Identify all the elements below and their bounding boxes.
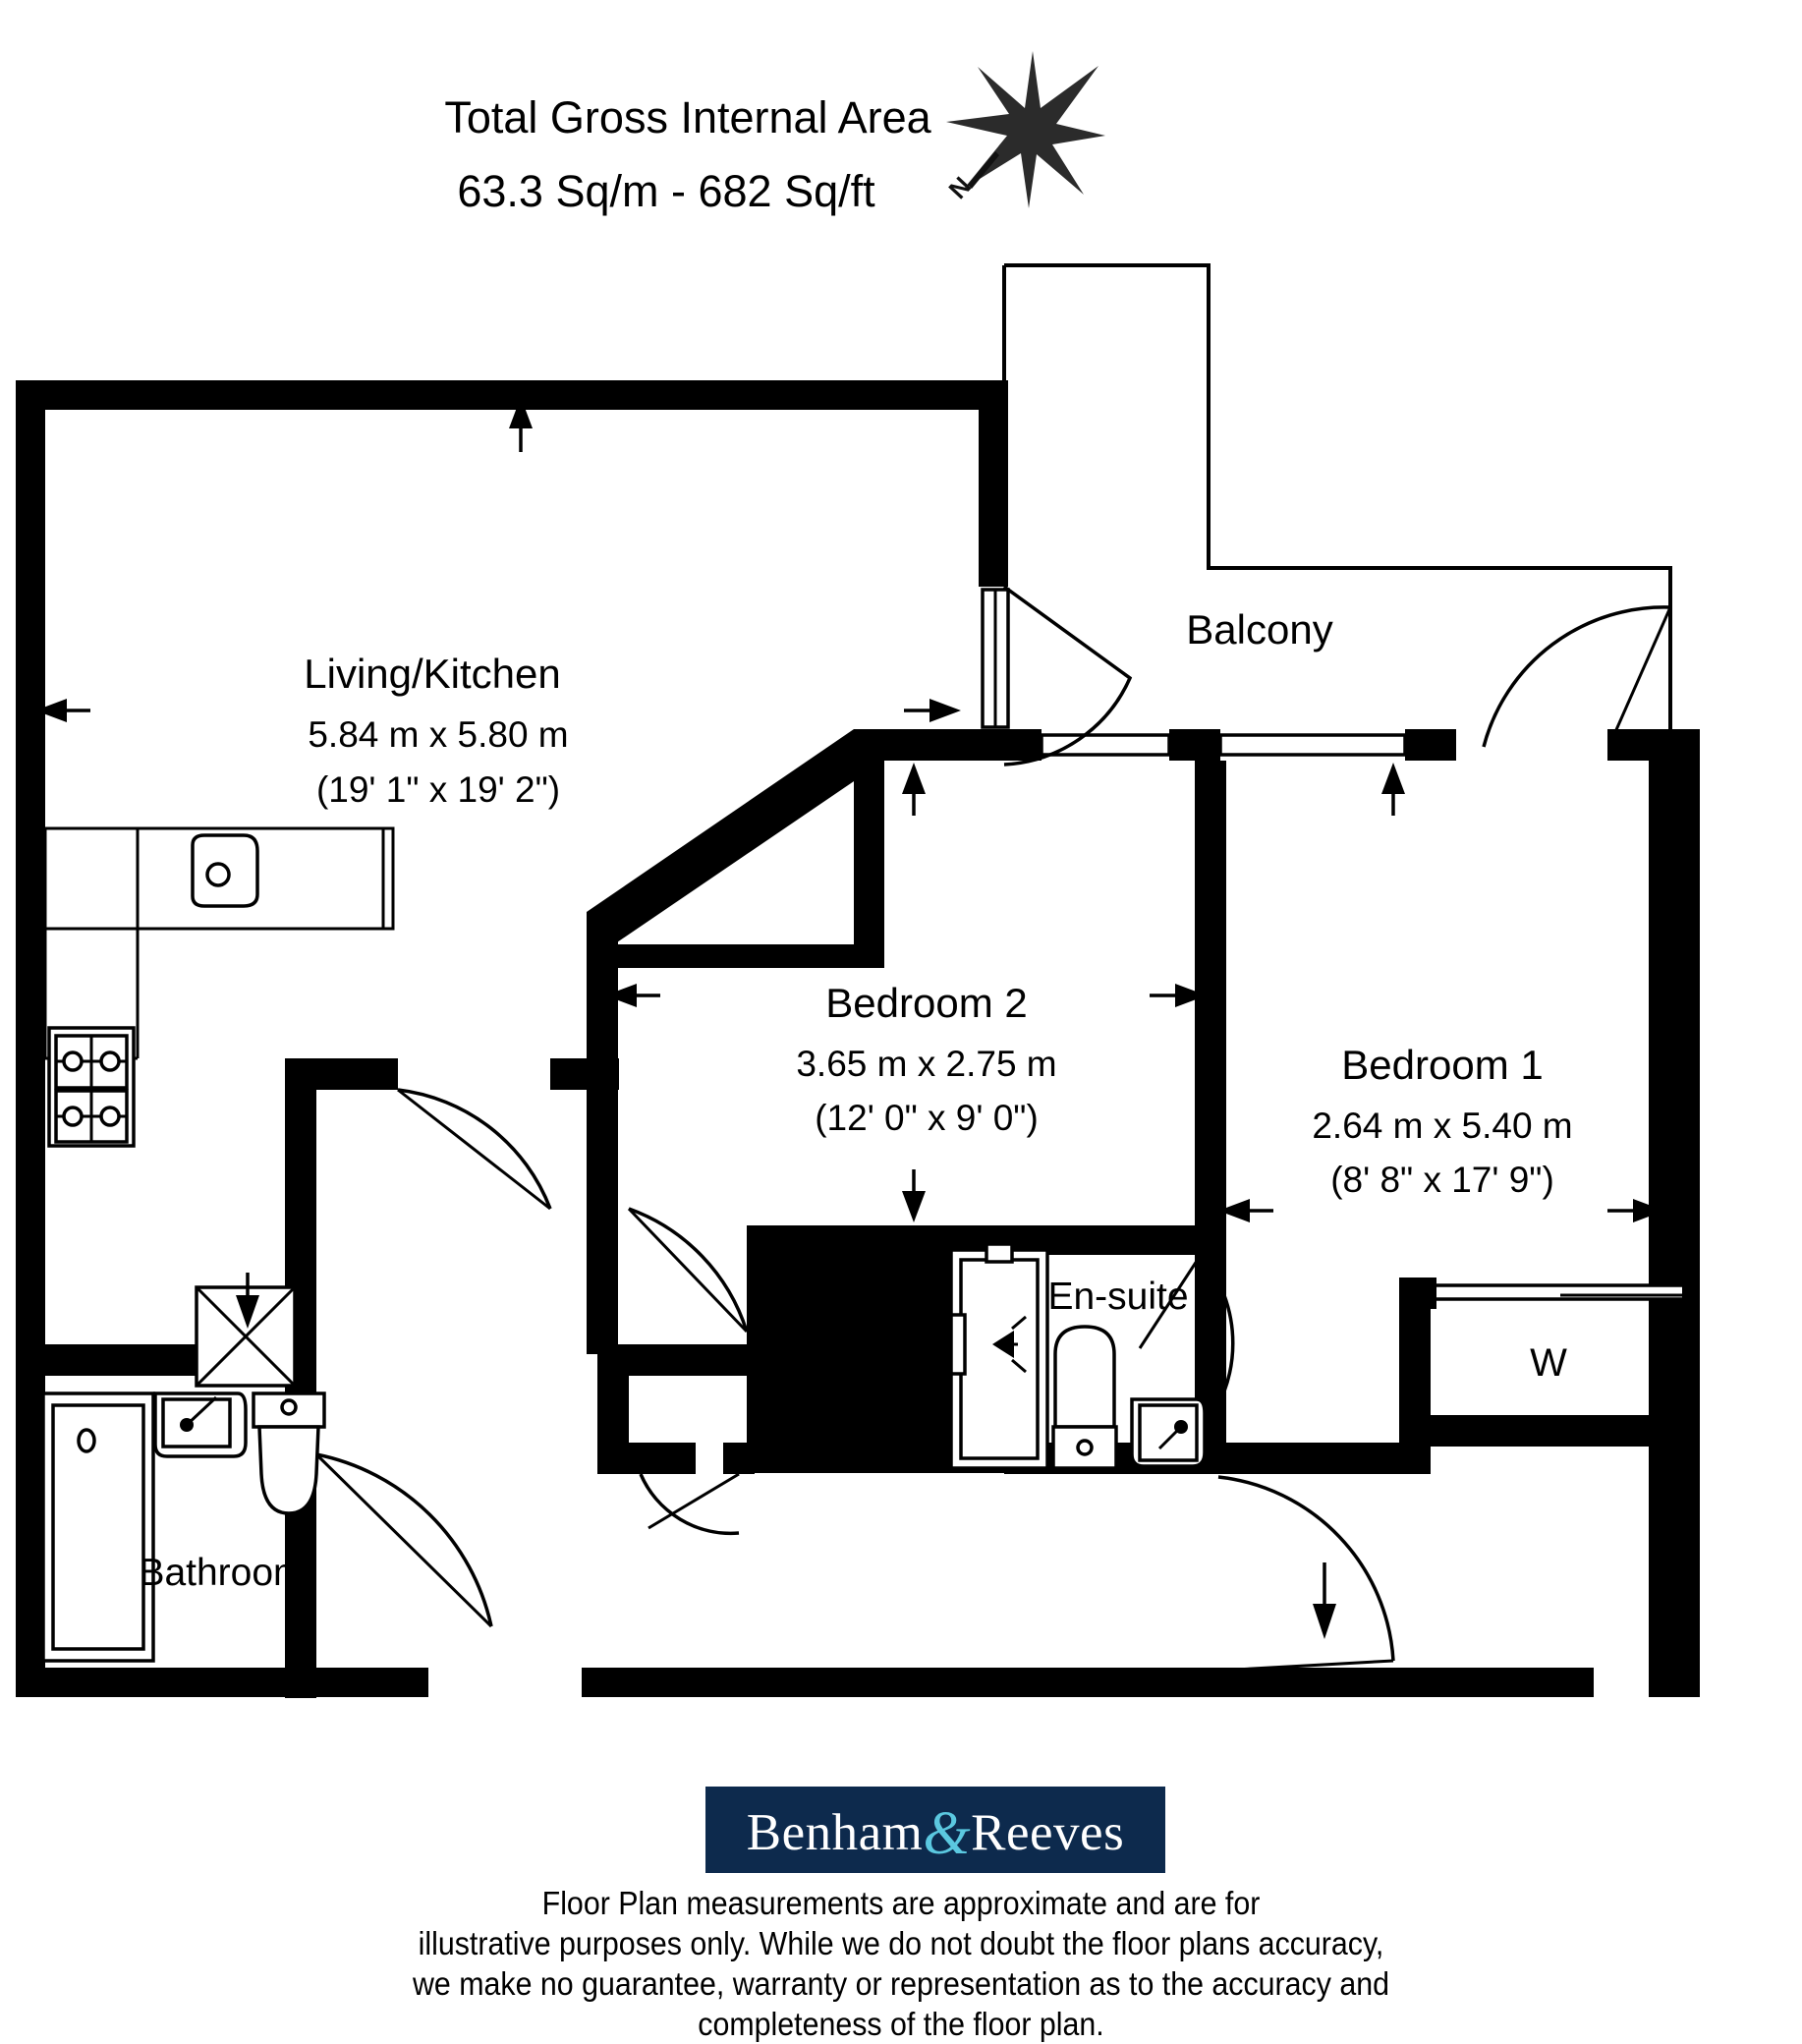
total-area-value: 63.3 Sq/m - 682 Sq/ft bbox=[457, 166, 875, 216]
room-dim-bedroom-2-metric: 3.65 m x 2.75 m bbox=[796, 1044, 1056, 1084]
kitchen-fixtures bbox=[43, 826, 395, 1388]
kitchen-sink-icon bbox=[191, 833, 259, 908]
bathtub-icon bbox=[41, 1391, 155, 1663]
disclaimer-line-4: completeness of the floor plan. bbox=[698, 2006, 1104, 2042]
logo-part1: Benham bbox=[746, 1803, 924, 1861]
room-dim-living-kitchen-imperial: (19' 1" x 19' 2") bbox=[316, 769, 560, 810]
total-area-title: Total Gross Internal Area bbox=[444, 92, 931, 142]
room-dim-living-kitchen-metric: 5.84 m x 5.80 m bbox=[308, 714, 568, 755]
disclaimer-line-3: we make no guarantee, warranty or repres… bbox=[412, 1965, 1390, 2002]
disclaimer-line-2: illustrative purposes only. While we do … bbox=[418, 1925, 1384, 1961]
logo-text: Benham&Reeves bbox=[746, 1795, 1125, 1867]
ensuite-sink-icon bbox=[1130, 1397, 1207, 1468]
room-label-bedroom-1: Bedroom 1 bbox=[1341, 1042, 1543, 1088]
room-labels: Living/Kitchen 5.84 m x 5.80 m (19' 1" x… bbox=[139, 606, 1572, 1594]
room-label-living-kitchen: Living/Kitchen bbox=[304, 651, 561, 697]
room-label-en-suite: En-suite bbox=[1047, 1276, 1188, 1318]
room-label-bedroom-2: Bedroom 2 bbox=[825, 980, 1027, 1026]
compass-north-label: N bbox=[942, 171, 977, 204]
bathroom-fixtures bbox=[41, 1391, 326, 1663]
ensuite-shower-icon bbox=[949, 1242, 1049, 1470]
logo-ampersand: & bbox=[923, 1799, 972, 1867]
room-dim-bedroom-1-imperial: (8' 8" x 17' 9") bbox=[1330, 1160, 1554, 1200]
wardrobe-sliding-doors bbox=[1423, 1278, 1700, 1309]
room-label-balcony: Balcony bbox=[1186, 606, 1332, 653]
ensuite-toilet-icon bbox=[1051, 1325, 1118, 1470]
disclaimer-text: Floor Plan measurements are approximate … bbox=[72, 1883, 1729, 2044]
room-dim-bedroom-2-imperial: (12' 0" x 9' 0") bbox=[815, 1098, 1039, 1138]
door-swings bbox=[314, 585, 1672, 1673]
ensuite-fixtures bbox=[949, 1242, 1207, 1470]
balcony-outline bbox=[1002, 263, 1672, 747]
toilet-icon bbox=[252, 1391, 326, 1515]
compass-star-icon: N bbox=[938, 51, 1105, 208]
benham-reeves-logo: Benham&Reeves bbox=[705, 1787, 1165, 1873]
logo-part2: Reeves bbox=[971, 1803, 1125, 1861]
kitchen-hob-icon bbox=[47, 1026, 136, 1148]
dimension-arrows bbox=[35, 397, 1664, 1639]
disclaimer-line-1: Floor Plan measurements are approximate … bbox=[541, 1885, 1261, 1921]
balcony-glazing bbox=[981, 588, 1407, 757]
room-label-bathroom: Bathroom bbox=[139, 1552, 305, 1594]
room-dim-bedroom-1-metric: 2.64 m x 5.40 m bbox=[1312, 1106, 1572, 1146]
bathroom-sink-icon bbox=[153, 1391, 248, 1458]
wardrobe-label: W bbox=[1530, 1341, 1567, 1385]
